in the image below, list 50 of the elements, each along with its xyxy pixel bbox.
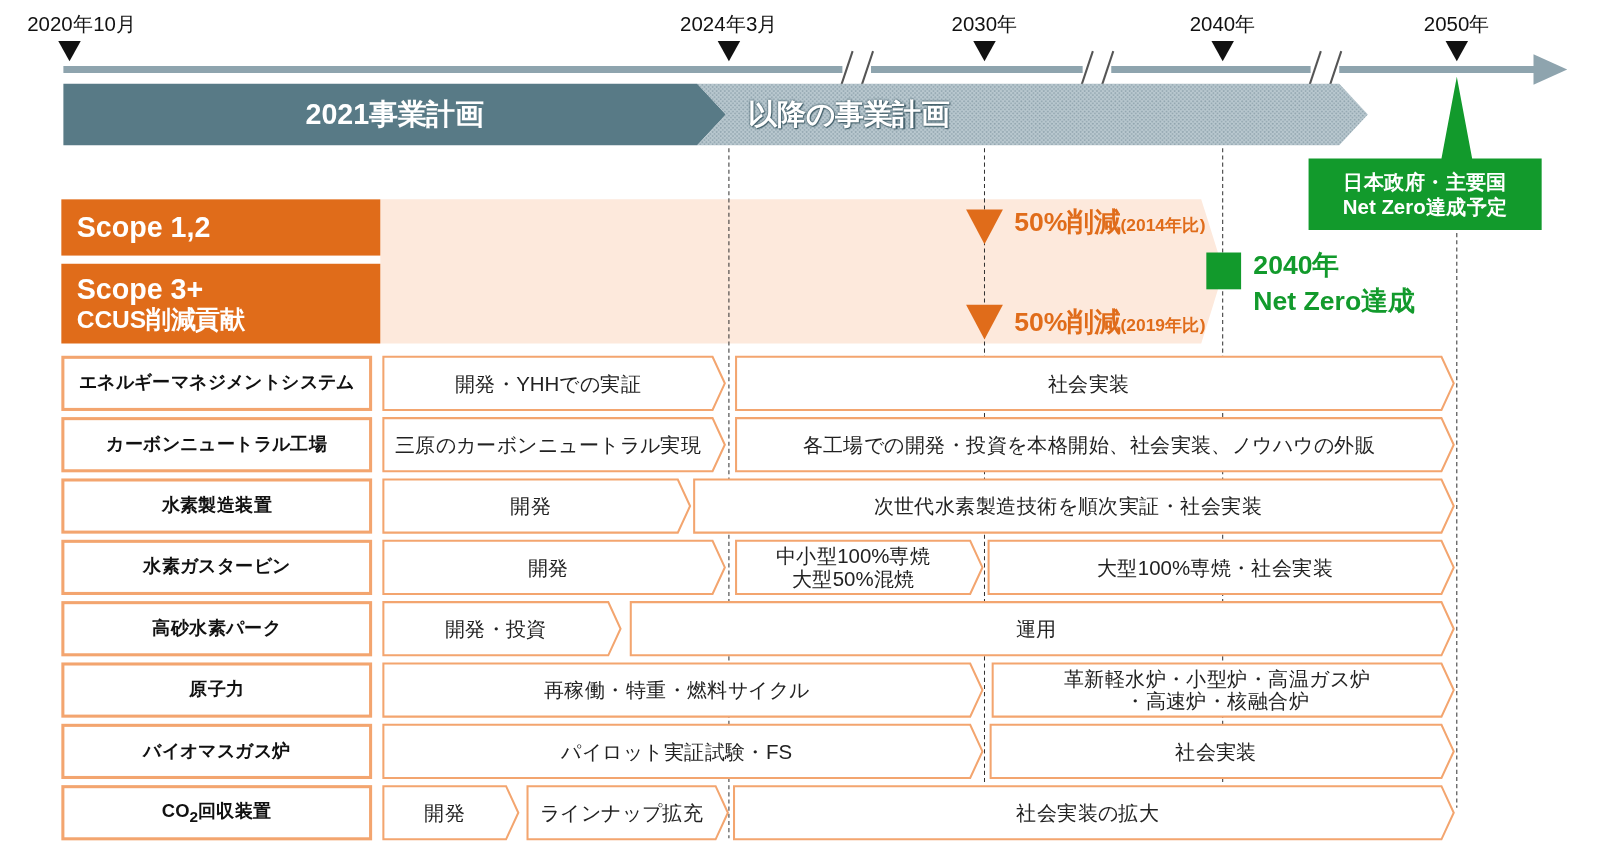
phase-band: 2021事業計画 xyxy=(63,83,726,146)
milestone-label: Net Zero達成 xyxy=(1253,284,1415,318)
timeline-arrow-cell xyxy=(735,539,984,595)
timeline-arrow-cell: 開発・YHHでの実証 xyxy=(382,355,726,411)
category-box: 高砂水素パーク xyxy=(61,601,373,657)
category-box: 原子力 xyxy=(61,662,373,718)
category-box: 水素ガスタービン xyxy=(61,539,373,595)
date-label: 2050年 xyxy=(1423,11,1490,37)
timeline-arrow-cell: 開発 xyxy=(382,478,692,534)
timeline-arrow-cell: ラインナップ拡充 xyxy=(526,785,729,841)
timeline-arrow-cell: 開発・投資 xyxy=(382,601,622,657)
date-label: 2040年 xyxy=(1189,11,1256,37)
timeline-arrow-cell: 各工場での開発・投資を本格開始、社会実装、ノウハウの外販 xyxy=(735,417,1455,473)
date-label: 2030年 xyxy=(951,11,1018,37)
date-label: 2020年10月 xyxy=(27,11,137,37)
milestone-label: 2040年 xyxy=(1253,248,1340,283)
category-box: 水素製造装置 xyxy=(61,478,373,534)
timeline-arrow-cell: 再稼働・特重・燃料サイクル xyxy=(382,662,984,718)
base-year-note: (2014年比) xyxy=(1120,215,1206,238)
cell-text: 革新軽水炉・小型炉・高温ガス炉 xyxy=(1063,667,1371,691)
scope-box xyxy=(61,263,381,344)
scope-heading: Scope 3+ xyxy=(76,271,204,307)
reduction-target: 50%削減 xyxy=(1014,205,1121,240)
scope-subheading: CCUS削減貢献 xyxy=(76,306,245,336)
timeline-arrow-cell: 次世代水素製造技術を順次実証・社会実装 xyxy=(693,478,1455,534)
cell-text: 大型50%混焼 xyxy=(791,567,915,591)
timeline-arrow-cell: 開発 xyxy=(382,539,726,595)
category-box: CO$_{2}$回収装置 xyxy=(61,785,373,841)
category-box: バイオマスガス炉 xyxy=(61,723,373,779)
timeline-arrow-cell: 社会実装 xyxy=(735,355,1455,411)
timeline-arrow-cell: パイロット実証試験・FS xyxy=(382,723,984,779)
scope-box: Scope 1,2 xyxy=(61,199,381,256)
callout-text: Net Zero達成予定 xyxy=(1342,194,1508,219)
callout-box xyxy=(1308,76,1542,230)
timeline-arrow-cell: 運用 xyxy=(629,601,1455,657)
timeline-arrow-cell: 開発 xyxy=(382,785,520,841)
category-box: カーボンニュートラル工場 xyxy=(61,417,373,473)
timeline-arrow-cell: 社会実装 xyxy=(989,723,1455,779)
timeline-arrow-cell: 大型100%専焼・社会実装 xyxy=(987,539,1455,595)
reduction-target: 50%削減 xyxy=(1014,305,1121,340)
phase-band: 以降の事業計画 xyxy=(697,83,1368,146)
cell-text: 中小型100%専焼 xyxy=(775,544,931,568)
callout-text: 日本政府・主要国 xyxy=(1343,169,1507,195)
category-box: エネルギーマネジメントシステム xyxy=(61,355,373,411)
cell-text: ・高速炉・核融合炉 xyxy=(1125,690,1310,713)
timeline-arrow-cell: 社会実装の拡大 xyxy=(733,785,1455,841)
timeline-arrow-cell xyxy=(991,662,1455,718)
date-label: 2024年3月 xyxy=(680,11,778,37)
base-year-note: (2019年比) xyxy=(1120,315,1206,338)
timeline-arrow-cell: 三原のカーボンニュートラル実現 xyxy=(382,417,726,473)
